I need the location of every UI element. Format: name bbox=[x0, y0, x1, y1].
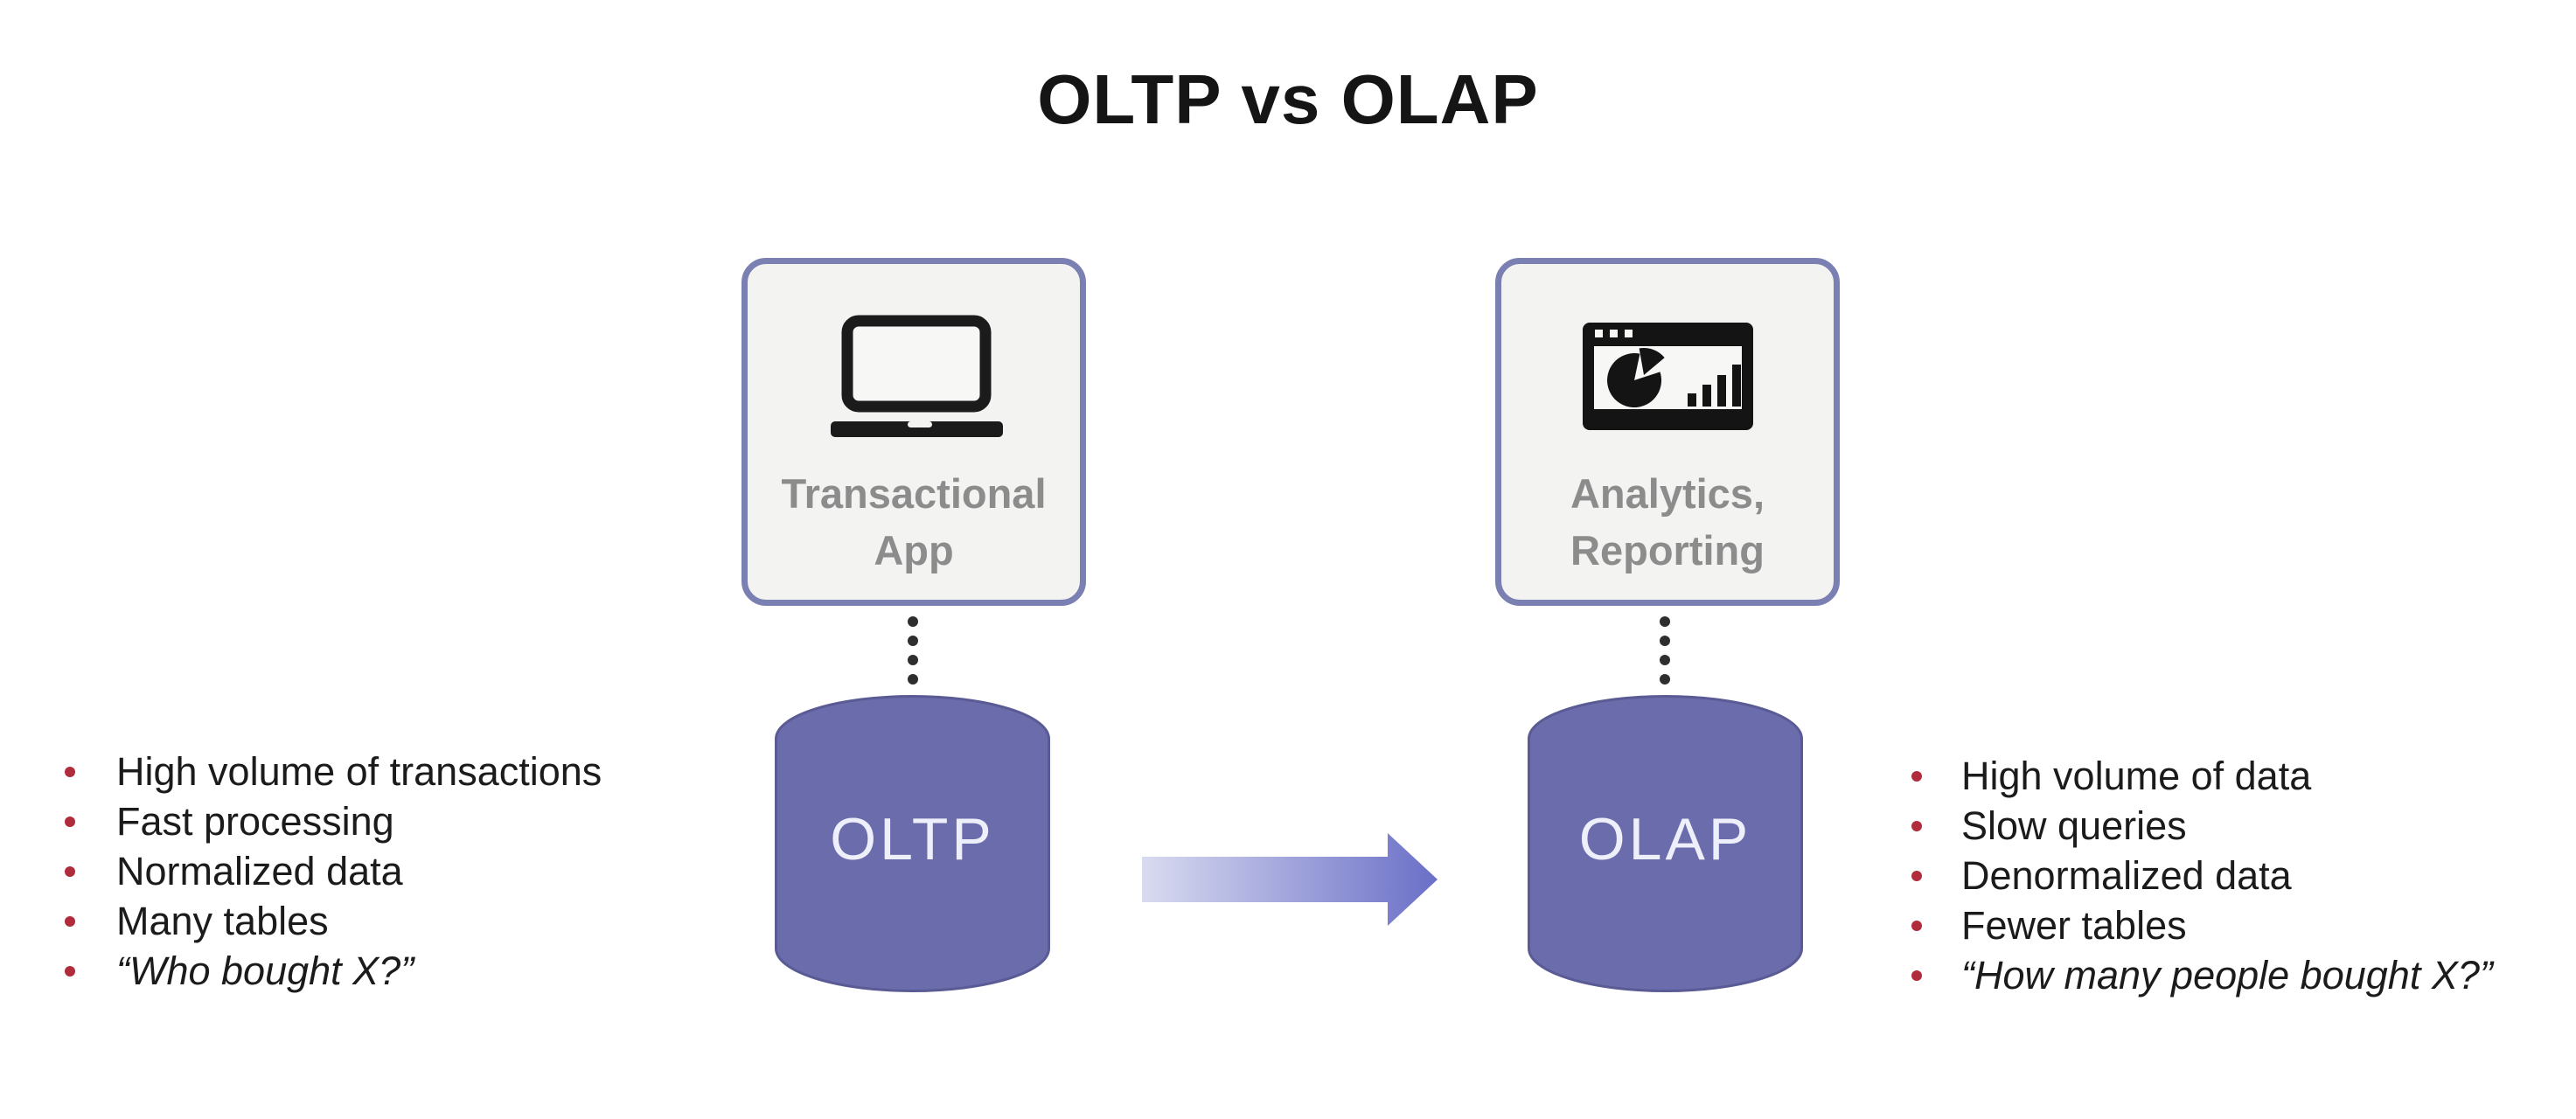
transactional-app-label: Transactional App bbox=[748, 465, 1080, 579]
olap-database-cylinder: OLAP bbox=[1528, 695, 1803, 992]
page-title: OLTP vs OLAP bbox=[1037, 60, 1539, 138]
list-item-quote: “Who bought X?” bbox=[65, 946, 602, 996]
olap-label: OLAP bbox=[1578, 806, 1752, 872]
database-cylinder-shape bbox=[1528, 695, 1803, 992]
list-item: Fast processing bbox=[65, 796, 602, 846]
connector-dot bbox=[908, 674, 918, 685]
analytics-reporting-label: Analytics, Reporting bbox=[1501, 465, 1834, 579]
list-item: Slow queries bbox=[1911, 801, 2493, 851]
list-item: High volume of transactions bbox=[65, 747, 602, 796]
analytics-reporting-label-line2: Reporting bbox=[1570, 527, 1765, 573]
connector-dot bbox=[1660, 674, 1670, 685]
oltp-label: OLTP bbox=[830, 806, 995, 872]
connector-dot bbox=[1660, 655, 1670, 665]
laptop-icon bbox=[831, 315, 1003, 437]
list-item: High volume of data bbox=[1911, 751, 2493, 801]
dotted-connector-right bbox=[1660, 616, 1670, 693]
analytics-reporting-box: Analytics, Reporting bbox=[1495, 258, 1840, 606]
connector-dot bbox=[908, 636, 918, 646]
list-item: Many tables bbox=[65, 896, 602, 946]
transactional-app-box: Transactional App bbox=[741, 258, 1086, 606]
olap-characteristics-list: High volume of data Slow queries Denorma… bbox=[1911, 751, 2493, 1000]
list-item: Denormalized data bbox=[1911, 851, 2493, 900]
oltp-database-cylinder: OLTP bbox=[775, 695, 1050, 992]
connector-dot bbox=[908, 655, 918, 665]
list-item-quote: “How many people bought X?” bbox=[1911, 950, 2493, 1000]
list-item: Fewer tables bbox=[1911, 900, 2493, 950]
connector-dot bbox=[1660, 616, 1670, 627]
transactional-app-label-line1: Transactional bbox=[781, 470, 1047, 517]
oltp-characteristics-list: High volume of transactions Fast process… bbox=[65, 747, 602, 996]
oltp-to-olap-arrow-icon bbox=[1142, 833, 1438, 926]
list-item: Normalized data bbox=[65, 846, 602, 896]
transactional-app-label-line2: App bbox=[874, 527, 954, 573]
connector-dot bbox=[908, 616, 918, 627]
dashboard-analytics-icon bbox=[1583, 323, 1753, 430]
database-cylinder-shape bbox=[775, 695, 1050, 992]
analytics-reporting-label-line1: Analytics, bbox=[1570, 470, 1765, 517]
dotted-connector-left bbox=[908, 616, 918, 693]
connector-dot bbox=[1660, 636, 1670, 646]
